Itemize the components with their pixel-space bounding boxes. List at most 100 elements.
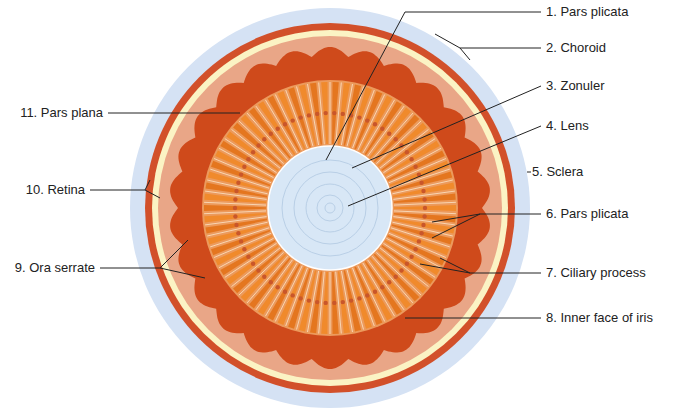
process-tip — [423, 206, 427, 210]
process-tip — [298, 115, 302, 119]
process-tip — [315, 112, 319, 116]
process-tip — [236, 231, 240, 235]
zonule-fiber — [204, 202, 266, 205]
process-tip — [387, 132, 391, 136]
part-label: 2. Choroid — [545, 40, 607, 56]
process-tip — [399, 268, 403, 272]
leader-lines — [90, 12, 541, 318]
process-tip — [251, 150, 255, 154]
process-tip — [298, 296, 302, 300]
process-tip — [233, 206, 237, 210]
zonule-fiber — [204, 211, 266, 214]
process-tip — [413, 165, 417, 169]
process-tip — [405, 150, 409, 154]
process-tip — [417, 239, 421, 243]
zonule-fiber — [394, 202, 456, 205]
part-label: 7. Ciliary process — [545, 265, 647, 281]
process-tip — [251, 262, 255, 266]
zonule-fiber — [219, 238, 274, 267]
part-label: 9. Ora serrate — [14, 260, 96, 276]
process-tip — [262, 275, 266, 279]
process-tip — [409, 255, 413, 259]
ciliary-process — [394, 205, 456, 211]
process-tip — [291, 118, 295, 122]
process-tip — [283, 122, 287, 126]
process-tip — [242, 165, 246, 169]
process-tip — [246, 255, 250, 259]
process-tip — [365, 118, 369, 122]
ciliary-process — [204, 205, 266, 211]
part-label: 3. Zonuler — [545, 78, 606, 94]
process-tip — [239, 239, 243, 243]
process-tip — [307, 113, 311, 117]
ciliary-process — [338, 271, 350, 333]
process-tip — [332, 111, 336, 115]
lens — [268, 146, 392, 270]
zonule-fiber — [394, 211, 456, 214]
process-tip — [256, 268, 260, 272]
ciliary-body — [202, 80, 458, 336]
process-tip — [233, 214, 237, 218]
process-tip — [269, 280, 273, 284]
process-tip — [394, 275, 398, 279]
process-tip — [276, 127, 280, 131]
process-tip — [387, 280, 391, 284]
process-tip — [276, 285, 280, 289]
process-tip — [307, 298, 311, 302]
zonule-fiber — [214, 159, 271, 183]
zonule-fiber — [330, 272, 331, 334]
process-tip — [233, 197, 237, 201]
process-tip — [291, 293, 295, 297]
ciliary-process — [332, 272, 339, 334]
process-tip — [234, 223, 238, 227]
process-tip — [234, 189, 238, 193]
process-tip — [422, 214, 426, 218]
part-label: 5. Sclera — [531, 164, 584, 180]
zonule-fiber — [389, 233, 446, 257]
ciliary-process — [204, 213, 266, 223]
process-tip — [409, 157, 413, 161]
process-tip — [380, 127, 384, 131]
process-tip — [269, 132, 273, 136]
ciliary-processes — [204, 82, 456, 334]
process-tip — [394, 137, 398, 141]
ciliary-process — [310, 271, 322, 333]
process-tip — [341, 112, 345, 116]
process-tip — [256, 143, 260, 147]
process-tip — [405, 262, 409, 266]
process-tip — [246, 157, 250, 161]
part-label: 11. Pars plana — [19, 105, 104, 121]
process-tip — [421, 189, 425, 193]
process-tip — [262, 137, 266, 141]
choroid — [145, 23, 515, 393]
ciliary-process — [321, 82, 328, 144]
process-tip — [324, 111, 328, 115]
part-label: 8. Inner face of iris — [545, 310, 654, 326]
process-tip — [373, 122, 377, 126]
process-tip — [324, 301, 328, 305]
ciliary-process — [394, 194, 456, 204]
zonule-fiber — [330, 82, 331, 144]
pars-plana-ring — [170, 47, 490, 369]
part-label: 1. Pars plicata — [545, 4, 629, 20]
retina — [152, 30, 508, 386]
process-tip — [422, 197, 426, 201]
process-tip — [236, 181, 240, 185]
process-tip — [332, 301, 336, 305]
sclera — [130, 8, 530, 408]
ciliary-process — [332, 82, 339, 144]
ciliary-process — [321, 272, 328, 334]
process-tip — [380, 285, 384, 289]
process-tip — [349, 298, 353, 302]
process-tip — [419, 231, 423, 235]
process-tip — [239, 172, 243, 176]
ciliary-process — [310, 83, 322, 145]
process-tip — [242, 247, 246, 251]
process-tip — [283, 290, 287, 294]
process-tip — [341, 300, 345, 304]
part-label: 10. Retina — [25, 182, 86, 198]
process-tip — [421, 223, 425, 227]
process-tip — [315, 300, 319, 304]
process-tip — [357, 115, 361, 119]
